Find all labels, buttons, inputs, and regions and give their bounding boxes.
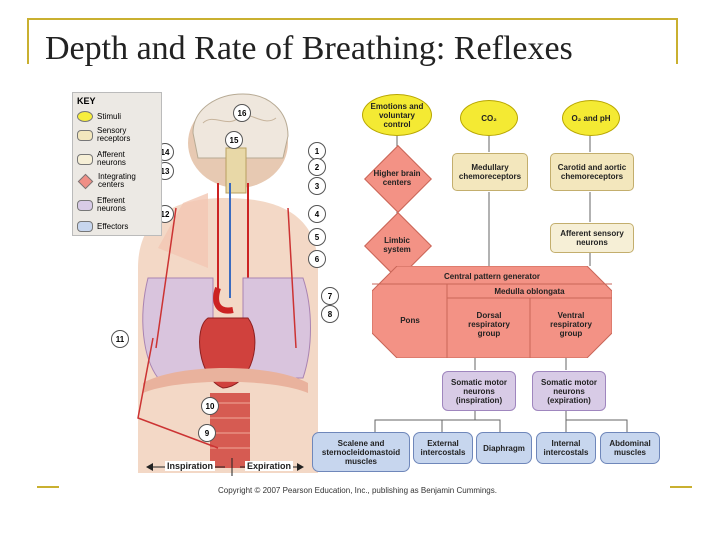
key-item-integrating: Integrating centers [77,173,150,189]
copyright-footer: Copyright © 2007 Pearson Education, Inc.… [218,486,497,495]
left-rule [27,18,29,64]
callout-16: 16 [233,104,251,122]
right-rule [676,18,678,64]
key-label: Sensory receptors [97,126,131,143]
inspiration-label: Inspiration [165,461,216,471]
cpg-label: Central pattern generator [443,271,541,281]
medullary-chemoreceptors: Medullary chemoreceptors [452,153,528,191]
key-item-sensory: Sensory receptors [77,127,145,143]
key-item-stimuli: Stimuli [77,111,121,122]
motor-neurons-expiration: Somatic motor neurons (expiration) [532,371,606,411]
efferent-swatch [77,199,93,211]
callout-7: 7 [321,287,339,305]
afferent-sensory-neurons: Afferent sensory neurons [550,223,634,253]
key-label: Effectors [97,221,129,231]
callout-3: 3 [308,177,326,195]
key-title: KEY [77,96,96,106]
slide-title: Depth and Rate of Breathing: Reflexes [45,30,573,67]
bottom-left-rule [37,486,59,488]
carotid-aortic-chemoreceptors: Carotid and aortic chemoreceptors [550,153,634,191]
key-panel: KEY Stimuli Sensory receptors Afferent n… [72,92,162,236]
higher-brain-centers-label: Higher brain centers [373,169,421,187]
key-item-effectors: Effectors [77,221,128,232]
dorsal-respiratory-group: Dorsal respiratory group [468,310,510,338]
stimulus-emotions: Emotions and voluntary control [362,94,432,136]
key-item-efferent: Efferent neurons [77,197,145,213]
callout-11: 11 [111,330,129,348]
afferent-swatch [77,153,93,165]
key-item-afferent: Afferent neurons [77,151,145,167]
effector-swatch [77,221,93,232]
receptor-swatch [77,129,93,141]
anatomy-illustration [137,93,318,473]
key-label: Efferent neurons [97,196,126,213]
stimulus-swatch [77,111,93,122]
central-pattern-generator [372,266,612,358]
callout-5: 5 [308,228,326,246]
key-label: Integrating centers [98,172,136,189]
callout-8: 8 [321,305,339,323]
ventral-respiratory-group: Ventral respiratory group [550,310,592,338]
callout-2: 2 [308,158,326,176]
bottom-right-rule [670,486,692,488]
callout-10: 10 [201,397,219,415]
effector-external-intercostals: External intercostals [413,432,473,464]
medulla-label: Medulla oblongata [494,287,565,296]
motor-neurons-inspiration: Somatic motor neurons (inspiration) [442,371,516,411]
stimulus-co2: CO₂ [460,100,518,136]
pons-label: Pons [400,315,420,325]
key-label: Afferent neurons [97,150,126,167]
callout-6: 6 [308,250,326,268]
top-rule [27,18,677,20]
effector-scalene: Scalene and sternocleidomastoid muscles [312,432,410,472]
callout-9: 9 [198,424,216,442]
effector-diaphragm: Diaphragm [476,432,532,464]
expiration-label: Expiration [245,461,294,471]
callout-15: 15 [225,131,243,149]
limbic-system-label: Limbic system [383,236,411,254]
callout-4: 4 [308,205,326,223]
key-label: Stimuli [97,111,122,121]
effector-internal-intercostals: Internal intercostals [536,432,596,464]
stimulus-o2-ph: O₂ and pH [562,100,620,136]
effector-abdominal-muscles: Abdominal muscles [600,432,660,464]
